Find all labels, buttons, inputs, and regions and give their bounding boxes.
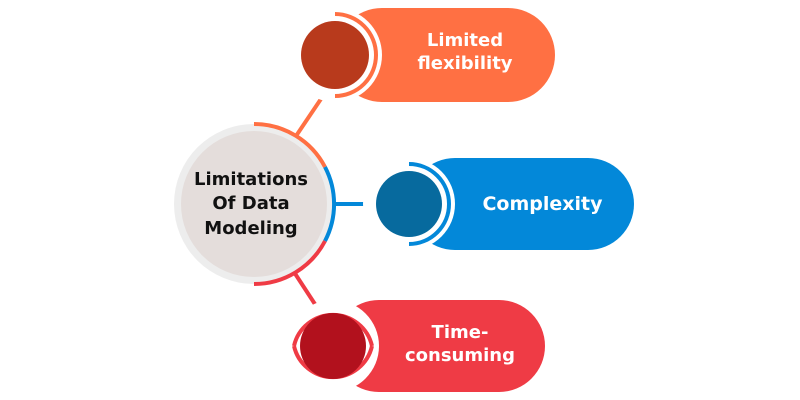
item-limited-flexibility (288, 8, 555, 102)
dot-complexity (376, 171, 442, 237)
center-arc-red (253, 240, 327, 287)
label-line: consuming (404, 345, 515, 367)
center-arc-blue (323, 166, 336, 242)
dot-time-consuming (300, 313, 366, 379)
center-title-line: Of Data (212, 193, 290, 215)
pill-arc (334, 12, 378, 98)
center-circle (181, 131, 327, 277)
pill-arc (408, 162, 451, 246)
label-complexity: Complexity (465, 192, 620, 217)
dot-limited-flexibility (301, 21, 369, 89)
item-time-consuming (287, 300, 545, 392)
pill-complexity (409, 158, 634, 250)
label-line: Time- (431, 322, 489, 343)
label-time-consuming: Time- consuming (385, 321, 535, 368)
label-line: flexibility (417, 53, 513, 75)
label-line: Limited (426, 30, 504, 51)
label-limited-flexibility: Limited flexibility (390, 29, 540, 76)
label-line: Complexity (482, 193, 603, 215)
item-complexity (363, 158, 634, 250)
center-title-line: Limitations (194, 169, 308, 190)
center-arc-orange (253, 121, 327, 168)
center-title-line: Modeling (204, 217, 298, 239)
pill-limited-flexibility (335, 8, 555, 102)
center-title: Limitations Of Data Modeling (176, 168, 326, 241)
pill-time-consuming (333, 300, 545, 392)
